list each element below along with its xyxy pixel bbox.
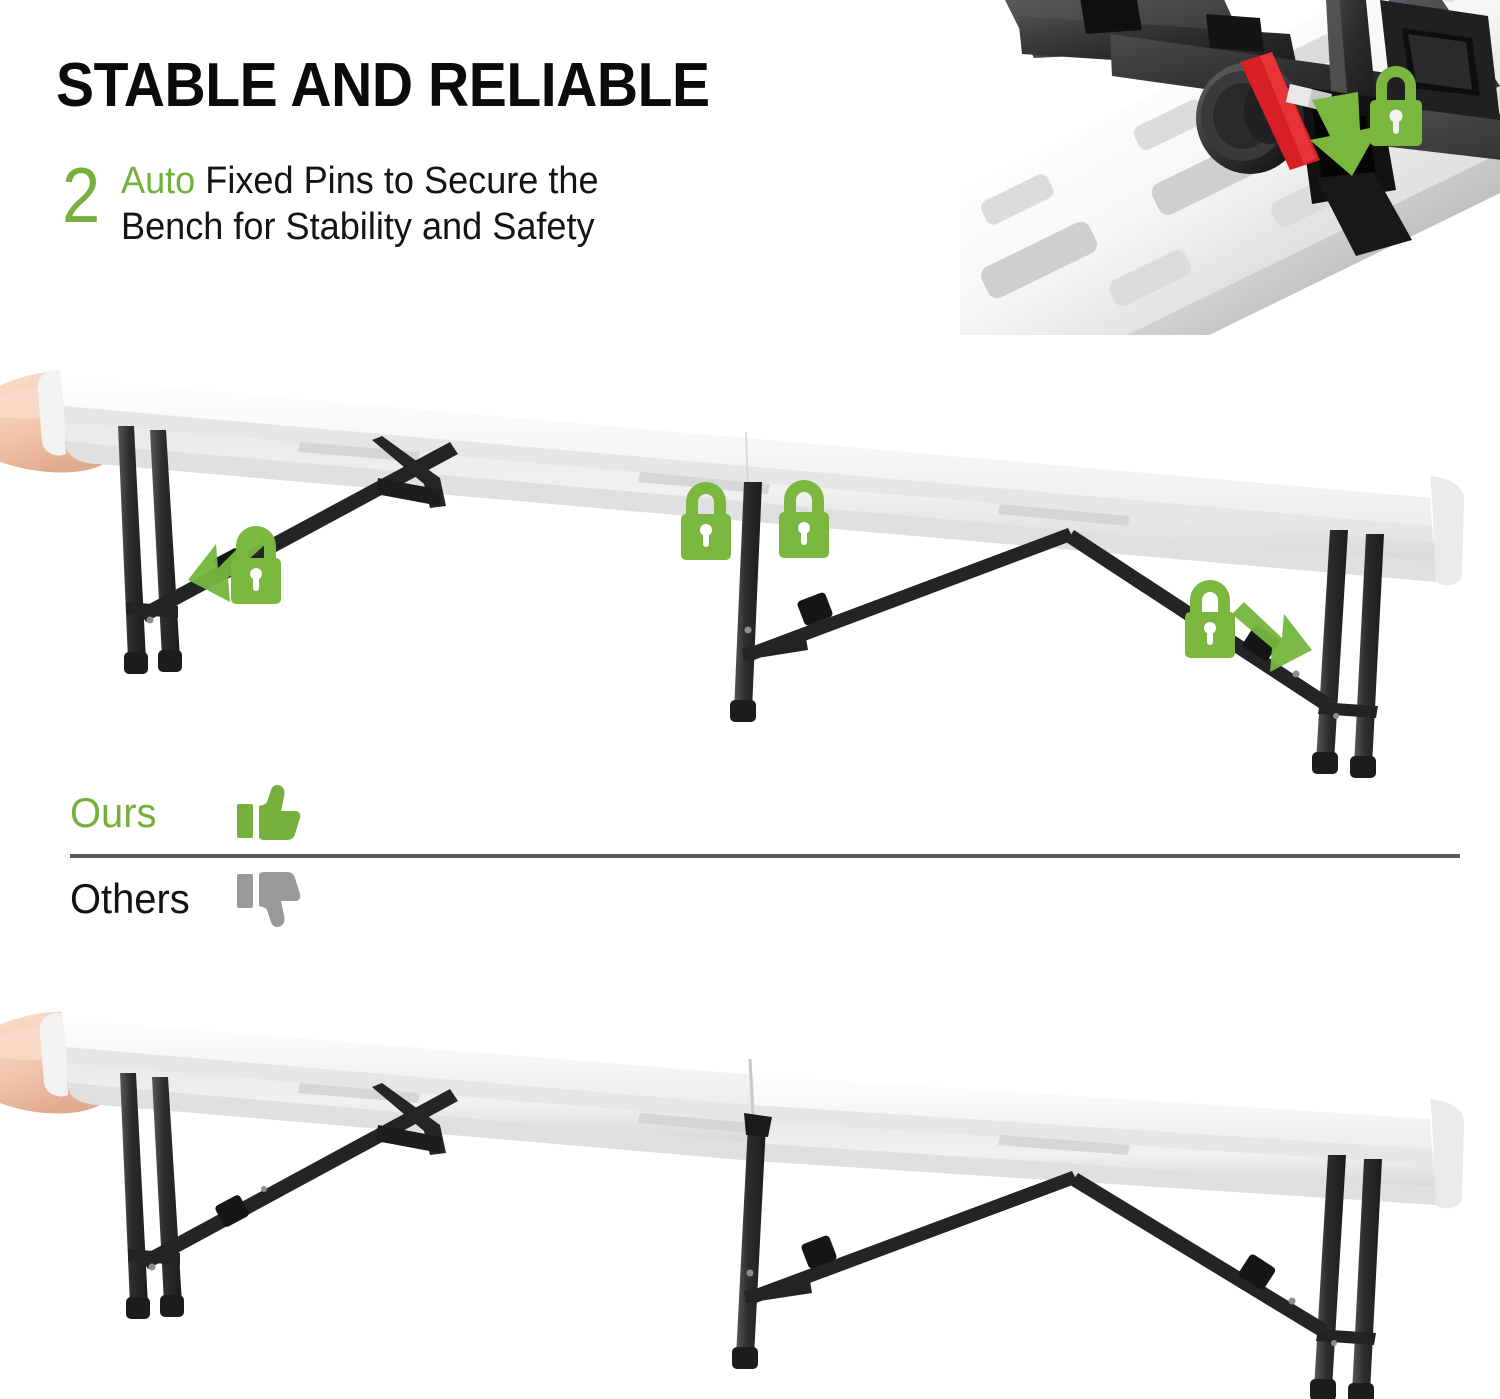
subtitle-line-2: Bench for Stability and Safety [121, 206, 595, 249]
comparison-divider [70, 854, 1460, 858]
bench-locked-top [0, 330, 1500, 790]
bench-leg-left [120, 1073, 458, 1319]
brace-pin-block [215, 1195, 249, 1227]
bench-leg-center [730, 482, 1074, 722]
comparison-label-ours: Ours [70, 789, 157, 836]
brace-pin-block [797, 592, 833, 626]
comparison-block: Ours Others [70, 772, 1460, 940]
auto-fixed-pin-closeup [960, 0, 1500, 335]
subtitle-accent-word: Auto [121, 160, 196, 202]
thumbs-up-icon [235, 784, 305, 842]
thumbs-down-icon [235, 870, 305, 928]
lock-icon [681, 482, 731, 560]
brace-pin-block [801, 1235, 837, 1269]
subtitle-line-1: Fixed Pins to Secure the [195, 160, 599, 202]
subtitle-block: 2 Auto Fixed Pins to Secure the Bench fo… [62, 151, 624, 251]
lock-icon [1370, 66, 1422, 146]
arrow-down-right-icon [1232, 602, 1312, 672]
lock-marker-right [1185, 580, 1312, 672]
lock-marker-center-right [779, 480, 829, 558]
bench-top-surface-sagging [39, 997, 1465, 1209]
comparison-row-ours: Ours [70, 772, 1460, 854]
bench-unlocked-bottom [0, 985, 1500, 1399]
feature-count: 2 [62, 151, 101, 239]
lock-icon [1185, 580, 1235, 658]
closeup-leg-tube [1326, 0, 1376, 108]
brace-pin-block [1238, 1254, 1276, 1290]
lock-icon [231, 526, 281, 604]
lock-marker-center-left [681, 482, 731, 560]
lock-marker-left [188, 526, 281, 604]
lock-icon [779, 480, 829, 558]
page-title: STABLE AND RELIABLE [56, 51, 710, 120]
subtitle-text: Auto Fixed Pins to Secure the Bench for … [121, 158, 599, 251]
bench-leg-right [1070, 1155, 1382, 1399]
comparison-label-others: Others [70, 875, 190, 922]
red-pin-highlight [1240, 52, 1320, 170]
arrow-down-icon [1310, 92, 1380, 176]
comparison-row-others: Others [70, 858, 1460, 940]
bench-leg-center [732, 1113, 1078, 1369]
